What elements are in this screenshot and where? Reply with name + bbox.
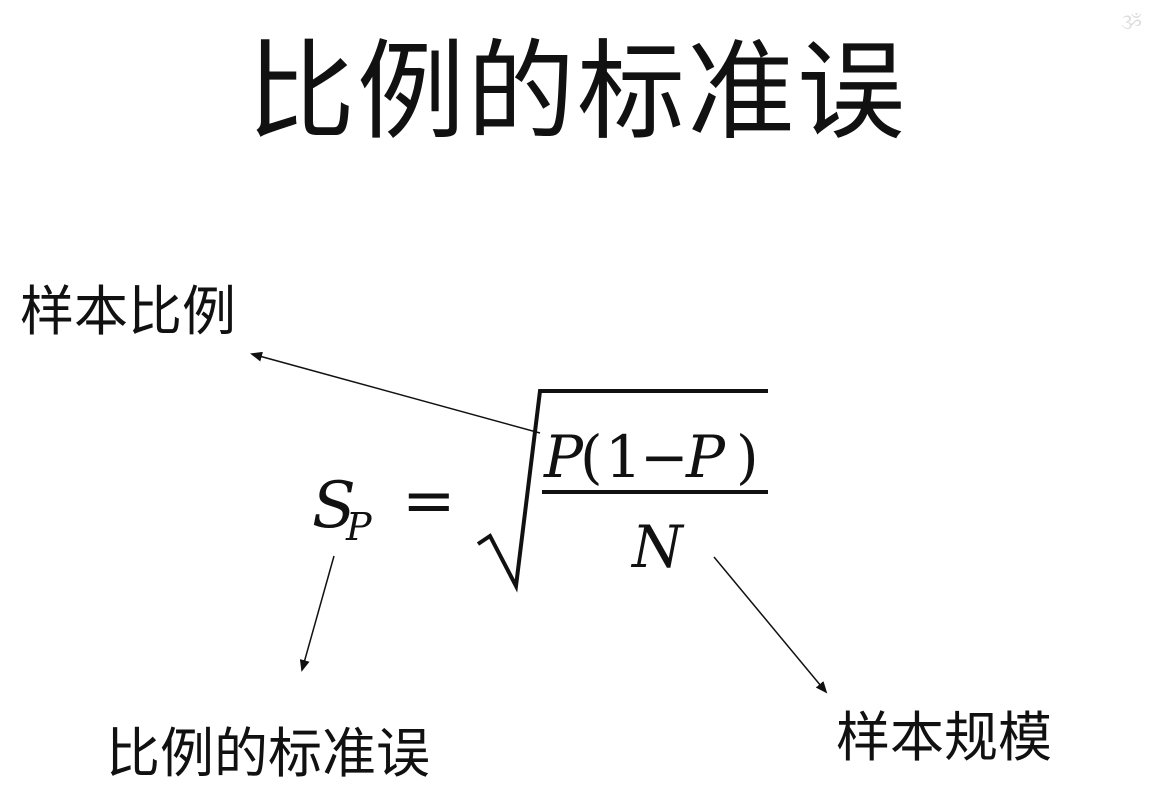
label-sample-size: 样本规模 [836, 706, 1052, 769]
numerator-close-paren: ) [736, 423, 759, 491]
numerator-open-paren: ( [580, 423, 603, 491]
numerator-one: 1 [605, 423, 642, 491]
lhs-subscript: P [345, 505, 373, 549]
numerator-minus: − [640, 423, 689, 491]
formula-lhs: S P = [312, 464, 456, 549]
arrow-to-sample-size [713, 556, 828, 694]
denominator-n: N [630, 513, 685, 581]
slide-title: 比例的标准误 [246, 30, 907, 155]
formula-numerator: P ( 1 − P ) [543, 423, 759, 491]
arrow-to-sample-proportion [250, 351, 541, 434]
label-sample-proportion: 样本比例 [20, 280, 236, 343]
numerator-p1: P [543, 423, 584, 491]
radical-sign [476, 389, 768, 593]
numerator-p2: P [685, 423, 726, 491]
equals-sign: = [402, 464, 456, 538]
lhs-symbol: S [312, 469, 356, 543]
label-standard-error: 比例的标准误 [106, 722, 430, 785]
arrow-to-standard-error [299, 555, 335, 672]
watermark-icon: ૐ [1120, 10, 1142, 34]
